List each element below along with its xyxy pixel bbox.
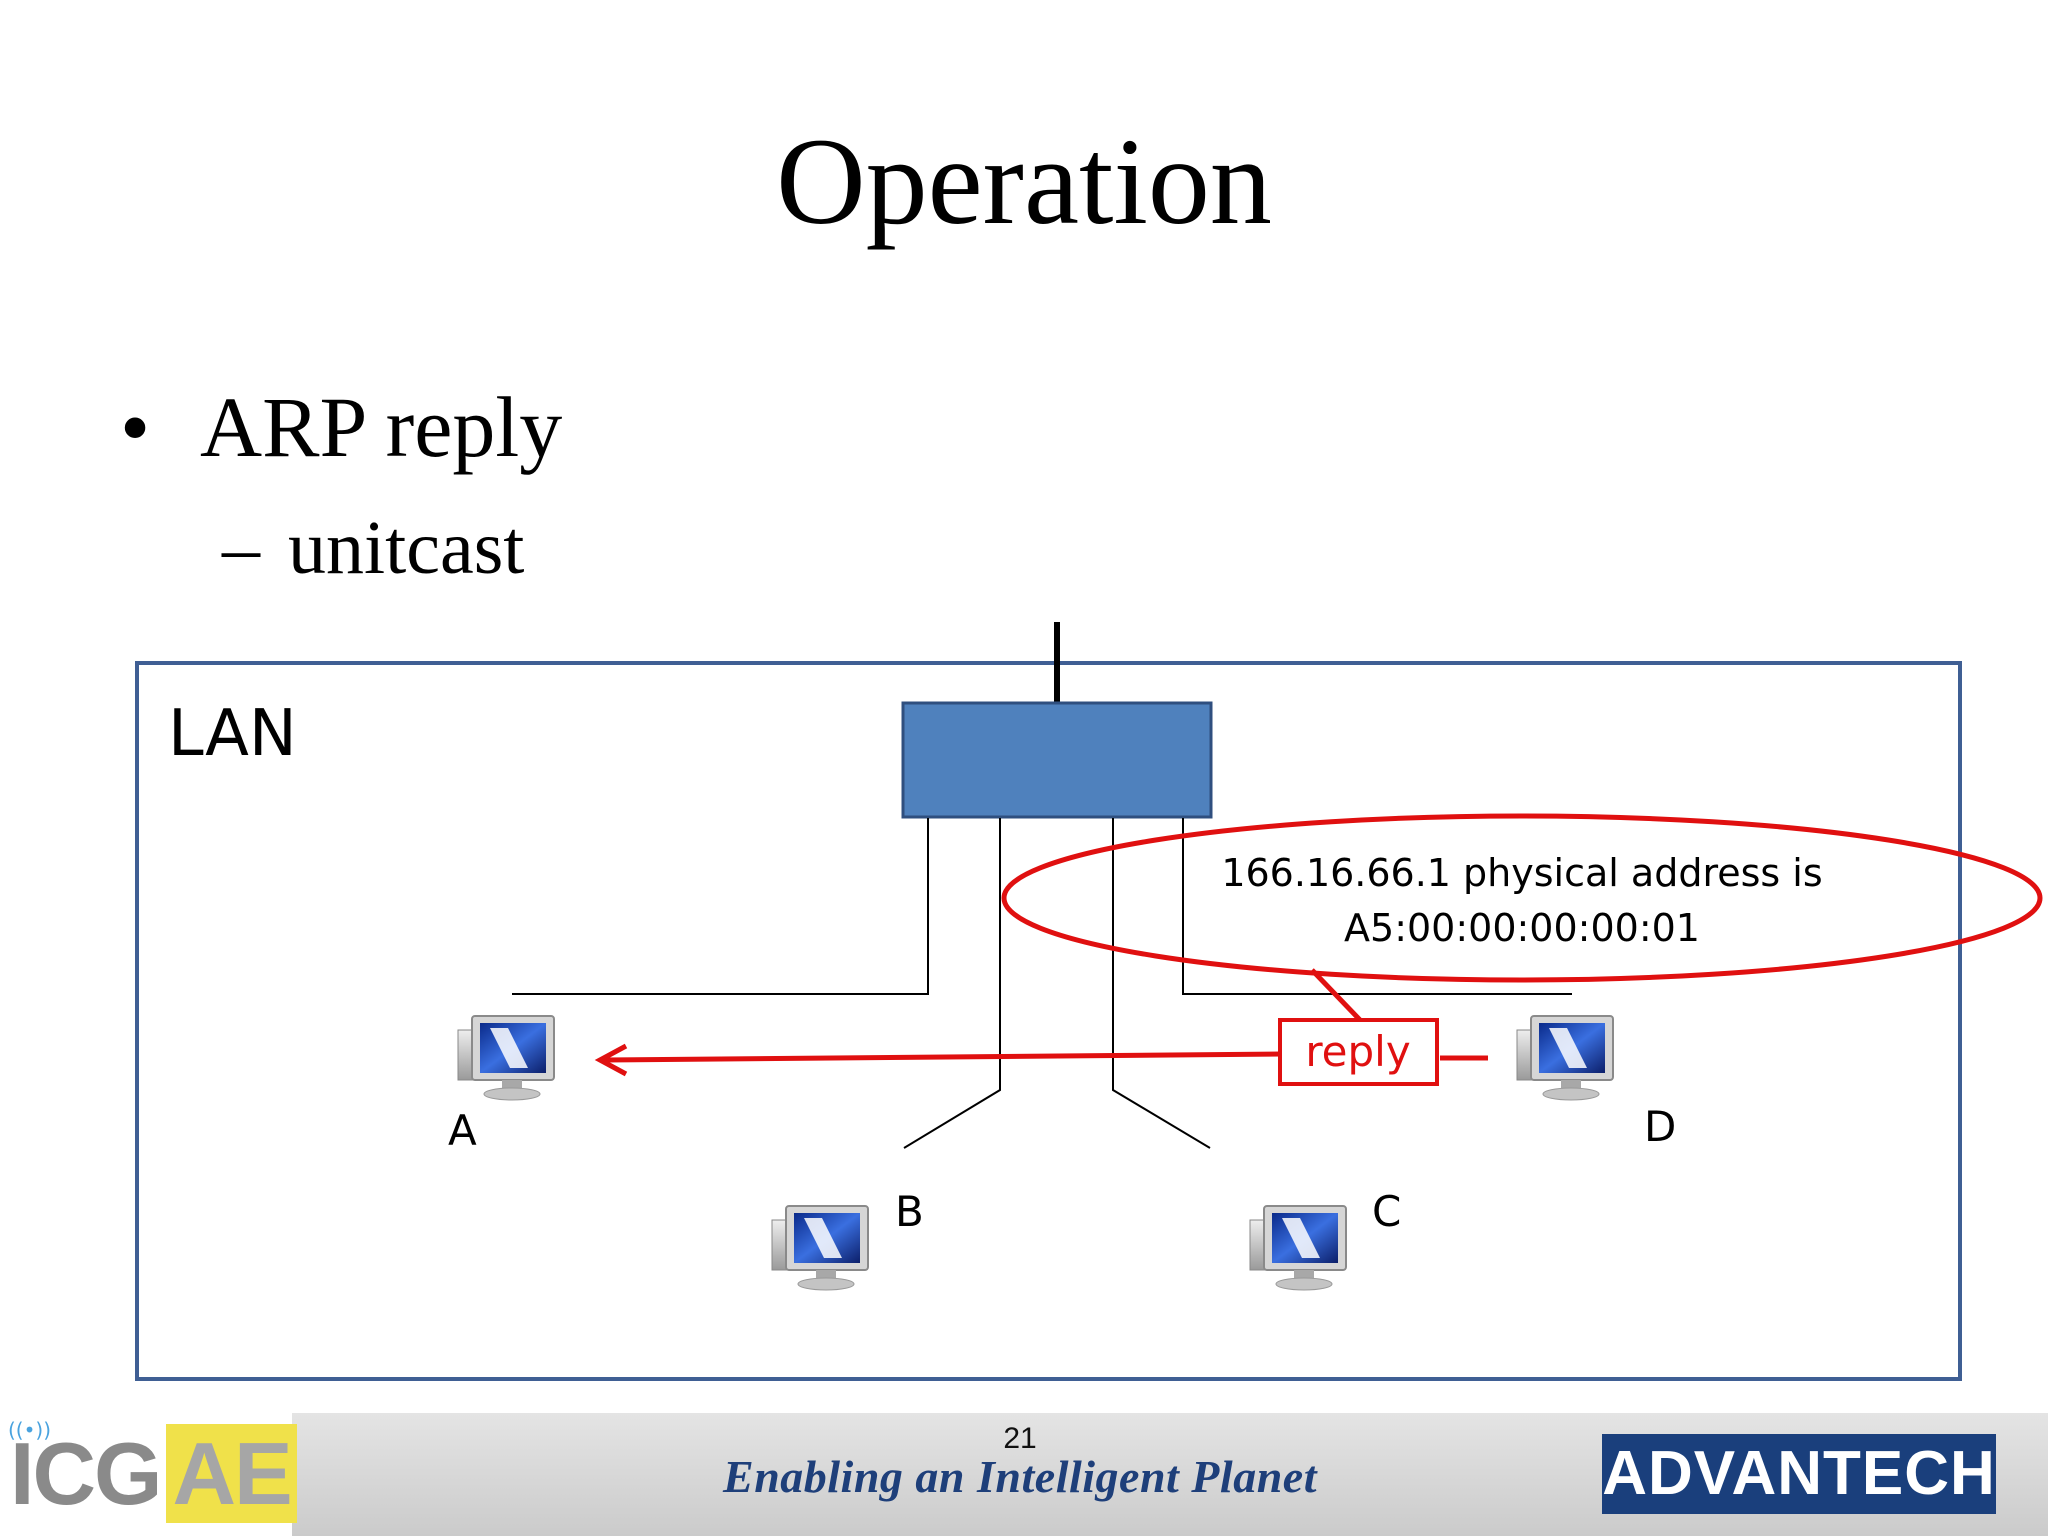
reply-box bbox=[1278, 1018, 1439, 1086]
bullet-item: • ARP reply bbox=[120, 384, 562, 470]
footer-tagline: Enabling an Intelligent Planet bbox=[723, 1451, 1317, 1502]
network-diagram: LAN A B C D 166.16.66.1 physical address… bbox=[135, 622, 2043, 1381]
message-line-1: 166.16.66.1 physical address is bbox=[1221, 851, 1822, 895]
advantech-logo bbox=[1602, 1434, 1996, 1514]
reply-arrow-line bbox=[603, 1051, 1282, 1063]
lan-boundary bbox=[135, 661, 1962, 1381]
host-label: A bbox=[448, 1106, 477, 1155]
message-line-2: A5:00:00:00:00:01 bbox=[1344, 906, 1700, 950]
reply-label: reply bbox=[1305, 1027, 1410, 1076]
callout-connector bbox=[1310, 968, 1362, 1022]
sub-bullet-marker: – bbox=[222, 506, 260, 590]
wireless-icon: ((•)) bbox=[8, 1418, 52, 1442]
advantech-logo-text: ADVANTECH bbox=[1602, 1439, 1996, 1508]
cable-host-a bbox=[512, 818, 929, 995]
computer-icon bbox=[1516, 1015, 1614, 1101]
host-c: C bbox=[1249, 1187, 1401, 1291]
cable-host-b bbox=[903, 818, 1001, 1149]
logo-left-accent: AE bbox=[166, 1424, 297, 1523]
switch-device bbox=[901, 701, 1213, 819]
host-a: A bbox=[448, 1015, 555, 1155]
message-callout bbox=[1001, 813, 2043, 983]
bullet-marker: • bbox=[120, 379, 151, 475]
reply-arrowhead bbox=[594, 1043, 628, 1077]
host-label: C bbox=[1372, 1187, 1401, 1236]
sub-bullet-text: unitcast bbox=[288, 506, 525, 590]
lan-label: LAN bbox=[168, 697, 297, 771]
host-b: B bbox=[771, 1187, 924, 1291]
sub-bullet-item: – unitcast bbox=[222, 510, 524, 586]
page-number: 21 bbox=[1003, 1422, 1037, 1455]
cable-host-d bbox=[1182, 818, 1572, 995]
host-d: D bbox=[1516, 1015, 1676, 1151]
host-label: B bbox=[895, 1187, 924, 1236]
computer-icon bbox=[771, 1205, 869, 1291]
computer-icon bbox=[1249, 1205, 1347, 1291]
slide-title: Operation bbox=[776, 113, 1272, 250]
cable-host-c bbox=[1112, 818, 1211, 1149]
host-label: D bbox=[1644, 1102, 1676, 1151]
bullet-text: ARP reply bbox=[200, 379, 563, 475]
computer-icon bbox=[457, 1015, 555, 1101]
network-cables bbox=[512, 818, 1572, 1149]
logo-left-main: ICG bbox=[10, 1424, 162, 1523]
